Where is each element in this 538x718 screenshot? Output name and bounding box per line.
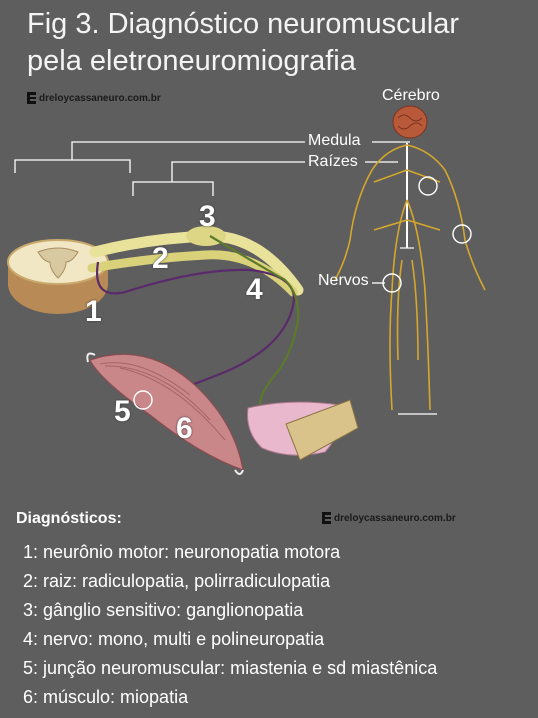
circle-nerve: [382, 273, 402, 293]
label-nerves: Nervos: [318, 272, 369, 289]
medula-bracket: [14, 141, 305, 173]
title-line-2: pela eletroneuromiografia: [27, 45, 356, 77]
diagnoses-list: 1: neurônio motor: neuronopatia motora 2…: [23, 538, 437, 712]
diagnosis-item: 5: junção neuromuscular: miastenia e sd …: [23, 658, 438, 678]
diagnosis-item: 3: gânglio sensitivo: ganglionopatia: [23, 600, 304, 620]
label-brain: Cérebro: [382, 87, 440, 104]
label-spinal-cord: Medula: [308, 132, 361, 149]
marker-4: 4: [246, 273, 263, 306]
sensory-ending: [247, 399, 359, 461]
diagnosis-item: 6: músculo: miopatia: [23, 687, 189, 707]
marker-6: 6: [176, 412, 193, 445]
marker-2: 2: [152, 242, 169, 275]
watermark-bottom-text: dreloycassaneuro.com.br: [334, 512, 456, 524]
marker-1: 1: [85, 295, 102, 328]
watermark-bottom: dreloycassaneuro.com.br: [322, 512, 456, 524]
marker-3: 3: [199, 200, 216, 233]
highlight-circles: [133, 176, 472, 410]
circle-spine: [418, 176, 438, 196]
marker-5: 5: [114, 395, 131, 428]
nerve-bundle: [87, 226, 304, 297]
title-line-1: Fig 3. Diagnóstico neuromuscular: [27, 8, 459, 40]
label-roots: Raízes: [308, 153, 358, 170]
diagnosis-item: 1: neurônio motor: neuronopatia motora: [23, 542, 341, 562]
brain-icon: [392, 105, 428, 139]
watermark-top: dreloycassaneuro.com.br: [27, 92, 161, 104]
brain-folds: [397, 114, 423, 130]
circle-arm: [452, 224, 472, 244]
figure-title: Fig 3. Diagnóstico neuromuscular pela el…: [27, 6, 527, 80]
circle-nmj: [133, 390, 153, 410]
neuromuscular-diagram: [7, 105, 486, 475]
diagnosis-item: 4: nervo: mono, multi e polineuropatia: [23, 629, 325, 649]
diagnosis-item: 2: raiz: radiculopatia, polirradiculopat…: [23, 571, 331, 591]
muscle: [86, 352, 244, 475]
brand-logo-icon: [27, 92, 36, 104]
roots-bracket: [132, 161, 305, 196]
sensory-axon: [209, 235, 300, 409]
body-nervous-system: [334, 143, 486, 411]
watermark-top-text: dreloycassaneuro.com.br: [39, 92, 161, 104]
diagnoses-heading: Diagnósticos:: [16, 510, 122, 527]
brand-logo-icon: [322, 512, 331, 524]
